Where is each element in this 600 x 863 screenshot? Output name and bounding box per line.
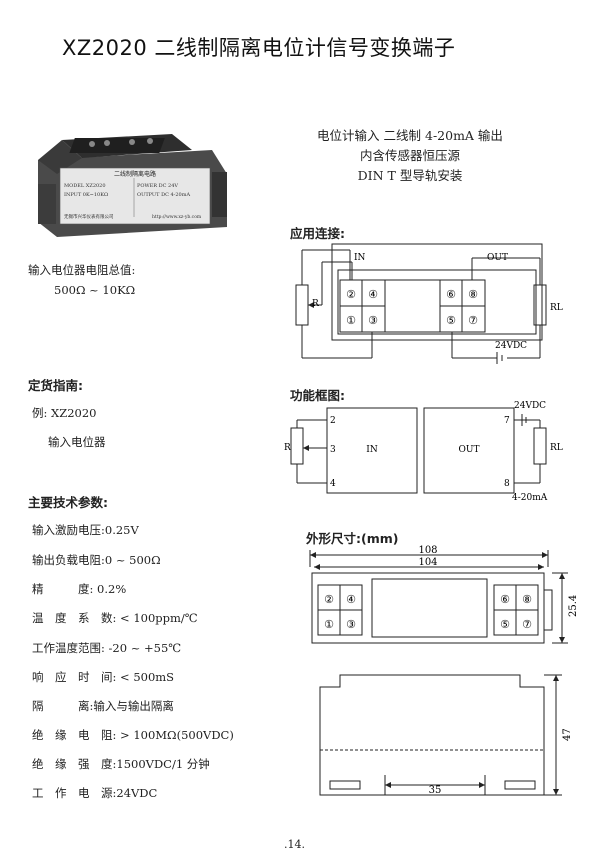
app-terminal-2: ②: [346, 288, 356, 301]
bd-rl-label: RL: [550, 443, 563, 453]
application-heading: 应用连接:: [290, 226, 345, 241]
page-number: .14.: [284, 838, 305, 851]
block-diagram: 2 3 4 7 8 IN OUT R RL 24VDC 4-20mA: [284, 401, 563, 503]
label-name: 二线制隔离电路: [114, 170, 156, 178]
app-terminal-7: ⑦: [468, 314, 478, 327]
label-url: http://www.xz-yb.com: [152, 214, 202, 220]
dim-terminal-5: ⑤: [500, 618, 510, 631]
app-r-label: R: [312, 299, 319, 309]
dimension-drawing: 108 104 25.4 47 35 ② ④ ① ③ ⑥ ⑧ ⑤ ⑦: [309, 545, 579, 796]
dim-rail: 35: [429, 785, 442, 796]
app-in-label: IN: [354, 253, 366, 263]
app-terminal-8: ⑧: [468, 288, 478, 301]
spec-row: 隔 离:输入与输出隔离: [32, 699, 174, 713]
bd-pin-4: 4: [330, 479, 336, 489]
dimensions-heading: 外形尺寸:(mm): [306, 531, 399, 546]
page-title: XZ2020 二线制隔离电位计信号变换端子: [62, 36, 456, 60]
dim-terminal-1: ①: [324, 618, 334, 631]
app-out-label: OUT: [487, 253, 508, 263]
dim-width-total: 108: [418, 545, 437, 556]
spec-row: 绝 缘 电 阻: > 100MΩ(500VDC): [32, 728, 234, 742]
input-resistance-value: 500Ω ~ 10KΩ: [54, 283, 136, 297]
spec-row: 绝 缘 强 度:1500VDC/1 分钟: [32, 757, 210, 771]
spec-row: 输入激励电压:0.25V: [32, 523, 139, 537]
label-model: MODEL XZ2020: [64, 183, 106, 189]
application-diagram: IN OUT R RL 24VDC ② ④ ① ③ ⑥ ⑧ ⑤ ⑦: [295, 243, 563, 364]
dim-terminal-7: ⑦: [522, 618, 532, 631]
spec-row: 工 作 电 源:24VDC: [32, 786, 158, 800]
ordering-input: 输入电位器: [48, 435, 106, 449]
specs-heading: 主要技术参数:: [28, 495, 108, 510]
dim-height-side: 47: [562, 728, 573, 741]
block-diagram-heading: 功能框图:: [290, 388, 345, 403]
bd-pin-3: 3: [330, 445, 336, 455]
bd-r-label: R: [284, 443, 291, 453]
ordering-heading: 定货指南:: [28, 378, 83, 393]
spec-row: 温 度 系 数: < 100ppm/℃: [32, 611, 198, 625]
bd-in-label: IN: [366, 445, 378, 455]
spec-row: 响 应 时 间: < 500mS: [32, 670, 175, 684]
bd-out-label: OUT: [459, 445, 480, 455]
dim-width-body: 104: [418, 557, 437, 568]
spec-row: 输出负载电阻:0 ~ 500Ω: [32, 553, 161, 567]
bd-pin-7: 7: [504, 416, 510, 426]
intro-line-2: 内含传感器恒压源: [359, 148, 460, 163]
app-terminal-1: ①: [346, 314, 356, 327]
label-output: OUTPUT DC 4-20mA: [137, 192, 190, 198]
intro-line-3: DIN T 型导轨安装: [357, 168, 463, 183]
ordering-example: 例: XZ2020: [32, 406, 97, 420]
dim-terminal-6: ⑥: [500, 593, 510, 606]
intro-line-1: 电位计输入 二线制 4-20mA 输出: [317, 128, 503, 143]
app-terminal-5: ⑤: [446, 314, 456, 327]
dim-height-face: 25.4: [568, 595, 579, 617]
dim-terminal-3: ③: [346, 618, 356, 631]
input-resistance-label: 输入电位器电阻总值:: [28, 263, 136, 277]
dim-terminal-2: ②: [324, 593, 334, 606]
dim-terminal-8: ⑧: [522, 593, 532, 606]
bd-pin-2: 2: [330, 416, 336, 426]
app-terminal-3: ③: [368, 314, 378, 327]
label-maker: 无锡市兴华仪表有限公司: [64, 213, 114, 220]
app-terminal-4: ④: [368, 288, 378, 301]
spec-row: 精 度: 0.2%: [32, 582, 127, 596]
app-rl-label: RL: [550, 303, 563, 313]
dim-terminal-4: ④: [346, 593, 356, 606]
app-supply-label: 24VDC: [495, 341, 527, 351]
spec-row: 工作温度范围: -20 ~ +55℃: [32, 641, 182, 655]
bd-pin-8: 8: [504, 479, 510, 489]
app-terminal-6: ⑥: [446, 288, 456, 301]
product-photo: 二线制隔离电路 MODEL XZ2020 POWER DC 24V INPUT …: [22, 132, 232, 242]
label-input: INPUT 0K~10KΩ: [64, 192, 108, 198]
label-power: POWER DC 24V: [137, 183, 178, 189]
bd-output-label: 4-20mA: [512, 493, 548, 503]
bd-supply-label: 24VDC: [514, 401, 546, 411]
